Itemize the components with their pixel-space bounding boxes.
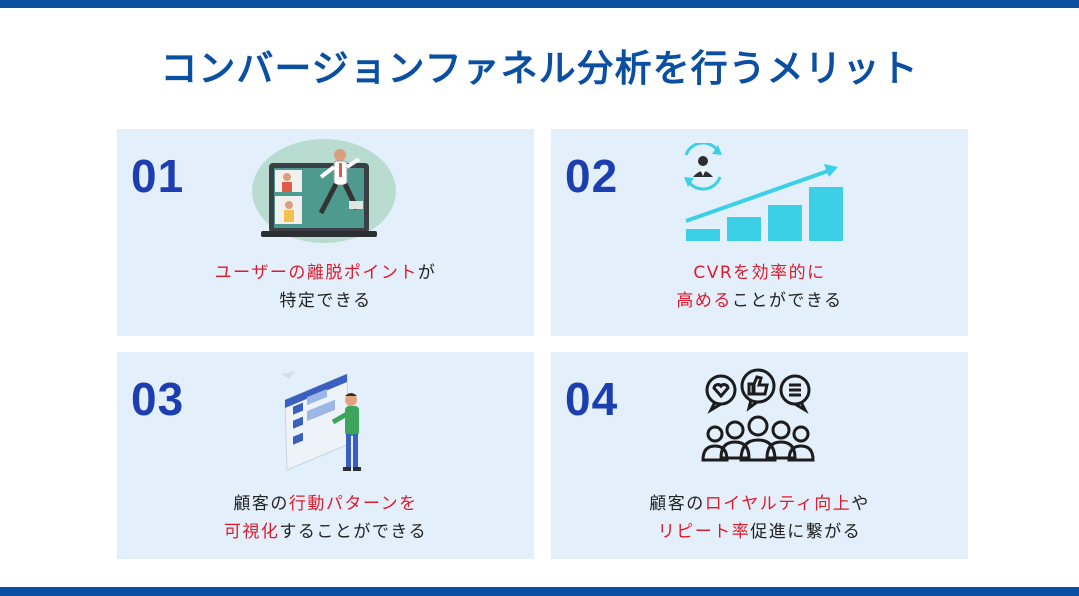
caption-highlight: 可視化 xyxy=(223,522,280,542)
caption-highlight: 行動パターンを xyxy=(288,494,418,514)
caption-highlight: ユーザーの離脱ポイント xyxy=(214,263,418,283)
caption-text: ことができる xyxy=(731,291,843,311)
caption-text: 顧客の xyxy=(233,494,289,514)
caption-highlight: リピート率 xyxy=(657,522,751,542)
caption-text: が xyxy=(417,263,437,283)
card-number: 02 xyxy=(565,150,619,202)
merit-card-04: 04 顧客のロイヤルティ向上や リピー xyxy=(551,352,968,559)
card-caption: 顧客の行動パターンを 可視化することができる xyxy=(117,490,534,546)
caption-highlight: 高める xyxy=(676,291,732,311)
merit-card-01: 01 ユーザーの離脱ポイントが 特定できる xyxy=(117,129,534,336)
caption-text: 特定できる xyxy=(279,291,372,311)
caption-text: 顧客の xyxy=(649,494,705,514)
caption-text: することができる xyxy=(279,522,428,542)
card-caption: CVRを効率的に 高めることができる xyxy=(551,259,968,315)
person-dashboard-illustration xyxy=(281,371,361,471)
caption-text: 促進に繋がる xyxy=(750,522,862,542)
community-feedback-icon xyxy=(701,368,815,462)
card-number: 04 xyxy=(565,373,619,425)
merit-card-02: 02 CVRを効率的に 高めることができる xyxy=(551,129,968,336)
bottom-accent-bar xyxy=(0,587,1079,596)
laptop-video-meeting-illustration xyxy=(252,139,396,243)
caption-text: や xyxy=(851,494,870,514)
top-accent-bar xyxy=(0,0,1079,8)
card-number: 03 xyxy=(131,373,185,425)
card-number: 01 xyxy=(131,150,185,202)
growth-bar-chart-icon xyxy=(684,143,843,241)
card-caption: 顧客のロイヤルティ向上や リピート率促進に繋がる xyxy=(551,490,968,546)
card-caption: ユーザーの離脱ポイントが 特定できる xyxy=(117,259,534,315)
caption-highlight: ロイヤルティ向上 xyxy=(704,494,852,514)
caption-highlight: CVRを効率的に xyxy=(693,263,826,283)
page-title: コンバージョンファネル分析を行うメリット xyxy=(160,47,919,90)
merit-card-03: 03 顧客の行動パターンを 可視化することができる xyxy=(117,352,534,559)
